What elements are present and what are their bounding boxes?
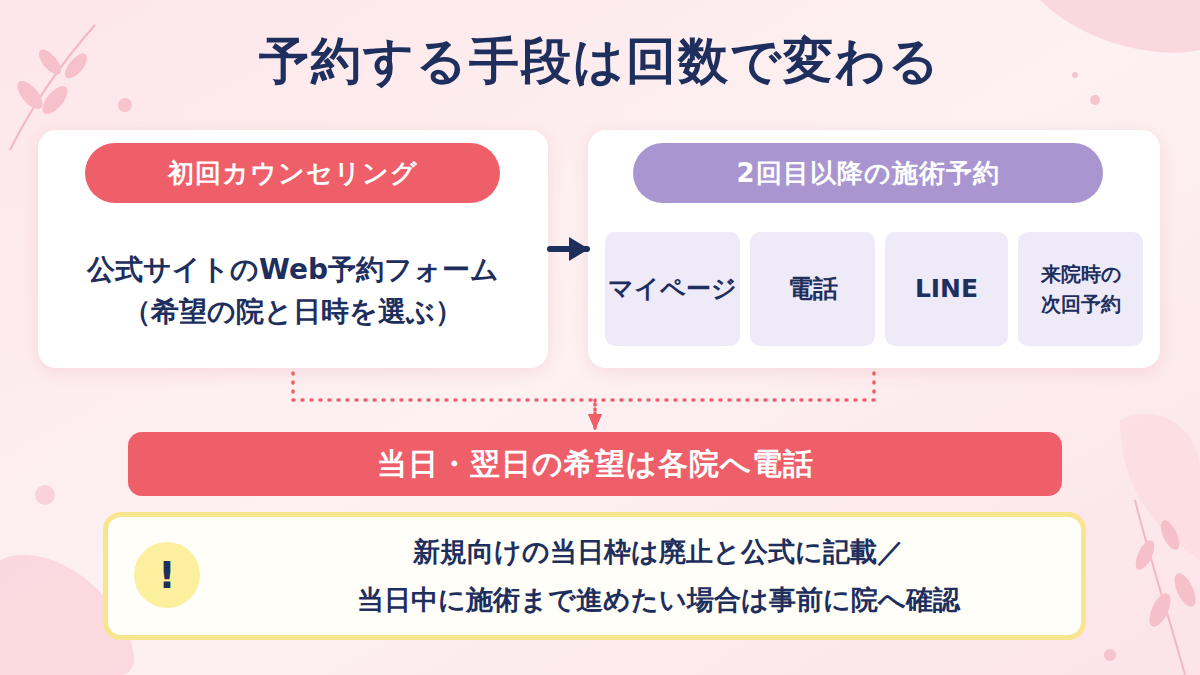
leaf-sprig — [1132, 500, 1200, 675]
step-heading-pill: 初回カウンセリング — [85, 143, 500, 203]
method-label: LINE — [885, 232, 1008, 346]
leaf — [13, 77, 47, 113]
decor-dot — [35, 485, 55, 505]
alert-mark: ! — [134, 542, 200, 608]
method-label: マイページ — [605, 232, 740, 346]
dotted-connector — [595, 373, 874, 428]
leaf — [38, 82, 72, 118]
step-card: 初回カウンセリング公式サイトのWeb予約フォーム （希望の院と日時を選ぶ） — [38, 130, 548, 368]
method-chip: LINE — [885, 232, 1008, 346]
leaf — [1145, 590, 1175, 629]
decor-dot — [118, 98, 132, 112]
leaf — [1170, 570, 1200, 609]
flow-arrow — [550, 246, 587, 252]
note-box: 新規向けの当日枠は廃止と公式に記載／ 当日中に施術まで進めたい場合は事前に院へ確… — [103, 512, 1086, 640]
band-label: 当日・翌日の希望は各院へ電話 — [128, 432, 1062, 496]
method-label: 来院時の 次回予約 — [1018, 232, 1143, 346]
step-body: 公式サイトのWeb予約フォーム （希望の院と日時を選ぶ） — [58, 236, 528, 346]
leaf — [61, 50, 91, 82]
method-chip: 来院時の 次回予約 — [1018, 232, 1143, 346]
leaf — [1132, 538, 1158, 573]
decor-dot — [1104, 649, 1116, 661]
corner-blob — [1120, 414, 1200, 560]
note-text: 新規向けの当日枠は廃止と公式に記載／ 当日中に施術まで進めたい場合は事前に院へ確… — [248, 517, 1068, 635]
diagram-title: 予約する手段は回数で変わる — [0, 28, 1200, 95]
highlight-band: 当日・翌日の希望は各院へ電話 — [128, 432, 1062, 496]
decor-dot — [1072, 72, 1078, 78]
method-label: 電話 — [750, 232, 875, 346]
corner-blob — [1040, 0, 1200, 53]
leaf — [1157, 518, 1183, 553]
method-chip: 電話 — [750, 232, 875, 346]
dotted-connector — [293, 373, 595, 428]
step-card: 2回目以降の施術予約マイページ電話LINE来院時の 次回予約 — [588, 130, 1160, 368]
decor-dot — [1090, 95, 1100, 105]
step-heading-pill: 2回目以降の施術予約 — [633, 143, 1103, 203]
leaf — [35, 46, 65, 78]
method-chip: マイページ — [605, 232, 740, 346]
alert-circle: ! — [134, 542, 200, 608]
